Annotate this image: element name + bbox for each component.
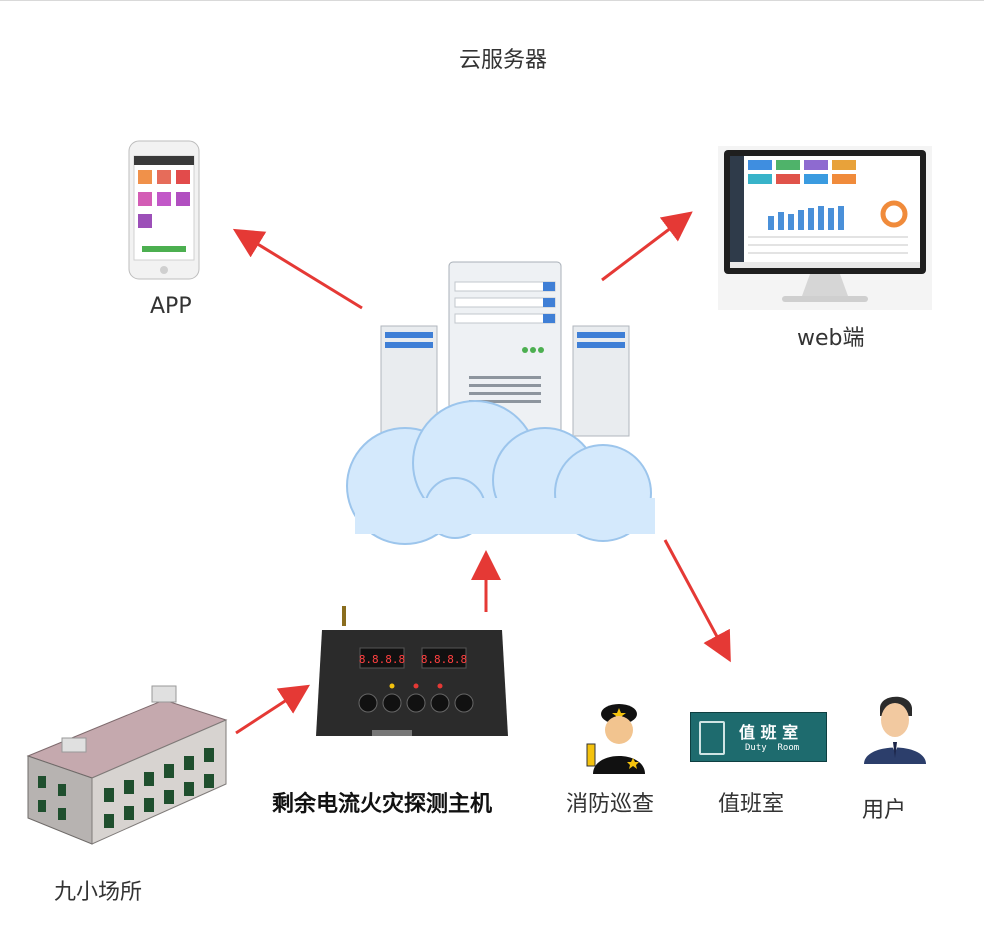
display-left: 8.8.8.8 bbox=[359, 653, 405, 666]
duty-sign-subtitle: Duty Room bbox=[745, 743, 800, 753]
arrow-cloud-to-duty bbox=[663, 539, 731, 663]
top-divider bbox=[0, 0, 984, 1]
duty-room-sign: 值 班 室 Duty Room bbox=[690, 712, 827, 762]
app-label: APP bbox=[150, 294, 192, 319]
duty-room-label: 值班室 bbox=[718, 792, 785, 817]
smartphone-icon bbox=[128, 140, 200, 280]
person-sign-icon bbox=[699, 721, 725, 755]
cloud-server-icon bbox=[346, 261, 655, 545]
patrol-label: 消防巡查 bbox=[566, 792, 655, 817]
monitor-icon bbox=[718, 146, 932, 310]
detector-host-icon: 8.8.8.8 8.8.8.8 bbox=[316, 606, 508, 736]
user-icon bbox=[864, 696, 926, 764]
host-label: 剩余电流火灾探测主机 bbox=[272, 792, 493, 817]
building-icon bbox=[26, 685, 228, 845]
user-label: 用户 bbox=[862, 798, 907, 823]
arrow-site-to-host bbox=[235, 684, 311, 735]
guard-icon bbox=[586, 704, 645, 774]
arrow-to-app bbox=[232, 228, 363, 310]
cloud-server-label: 云服务器 bbox=[459, 48, 548, 73]
web-label: web端 bbox=[797, 326, 865, 351]
duty-sign-title: 值 班 室 bbox=[739, 723, 799, 742]
arrow-to-web bbox=[601, 211, 693, 282]
display-right: 8.8.8.8 bbox=[421, 653, 467, 666]
site-label: 九小场所 bbox=[54, 880, 143, 905]
